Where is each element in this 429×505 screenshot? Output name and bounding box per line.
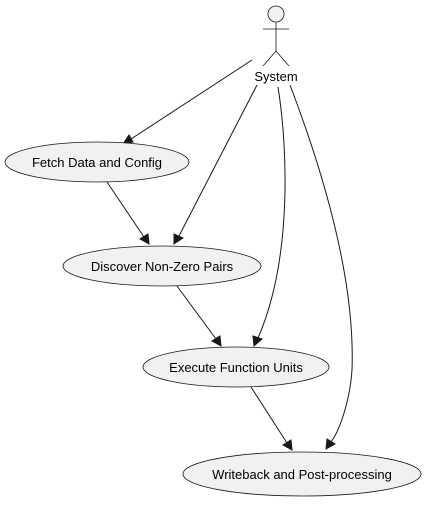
edges <box>106 59 353 451</box>
edge-discover-to-execute <box>176 285 222 347</box>
use-case-label: Execute Function Units <box>169 360 303 375</box>
stick-figure-icon <box>262 5 290 67</box>
use-case-label: Writeback and Post-processing <box>212 467 392 482</box>
use-case-execute[interactable]: Execute Function Units <box>142 346 330 388</box>
arrowhead-icon <box>173 233 185 245</box>
use-case-label: Fetch Data and Config <box>32 155 162 170</box>
edge-fetch-to-discover <box>106 181 150 245</box>
edge-system-to-discover <box>173 84 258 245</box>
use-case-discover[interactable]: Discover Non-Zero Pairs <box>62 245 262 287</box>
arrowhead-icon <box>252 335 263 348</box>
arrowhead-icon <box>282 439 293 451</box>
arrowhead-icon <box>139 233 150 245</box>
actor-system[interactable]: System <box>254 5 298 84</box>
actor-label: System <box>254 69 297 84</box>
arrowhead-icon <box>211 335 222 347</box>
use-case-label: Discover Non-Zero Pairs <box>91 259 234 274</box>
use-case-writeback[interactable]: Writeback and Post-processing <box>182 451 422 497</box>
edge-system-to-writeback <box>289 84 353 450</box>
edge-execute-to-writeback <box>250 386 293 451</box>
use-case-fetch[interactable]: Fetch Data and Config <box>4 141 190 183</box>
arrowhead-icon <box>325 438 336 450</box>
edge-system-to-execute <box>252 86 286 348</box>
